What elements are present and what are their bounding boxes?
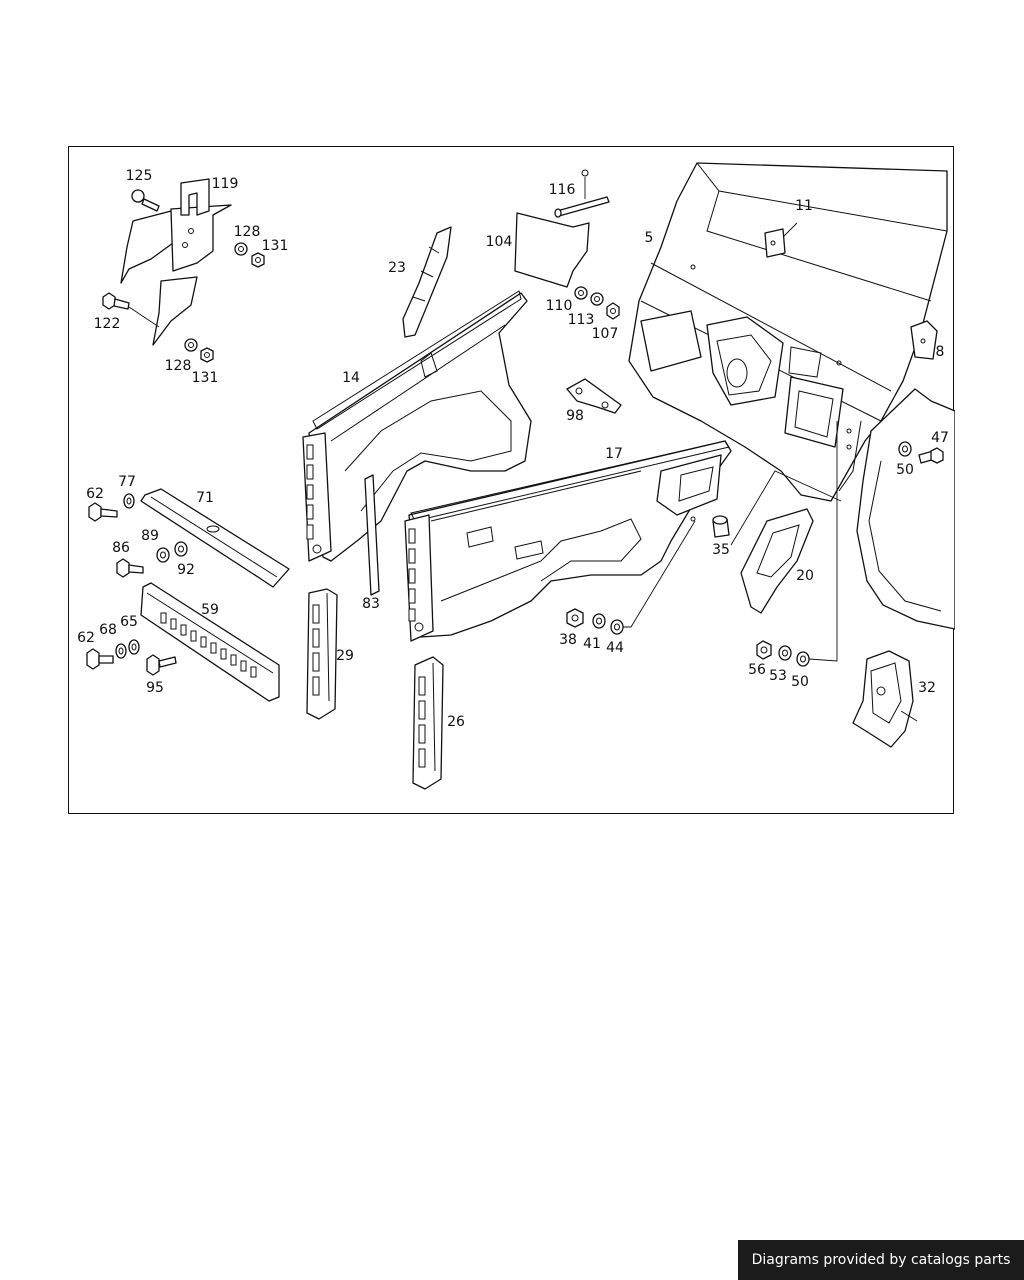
callout-131: 131 <box>191 370 219 386</box>
credit-badge: Diagrams provided by catalogs parts <box>738 1240 1024 1280</box>
callout-65: 65 <box>120 614 138 630</box>
part-68-washer <box>115 643 127 659</box>
callout-71: 71 <box>196 490 214 506</box>
part-38-nut <box>566 608 584 628</box>
leader-line-35 <box>730 470 842 546</box>
part-32-bracket <box>852 650 918 748</box>
part-131-nut-upper <box>251 252 265 268</box>
part-92-washer <box>174 541 188 557</box>
callout-50: 50 <box>791 674 809 690</box>
callout-32: 32 <box>918 680 936 696</box>
callout-119: 119 <box>211 176 239 192</box>
part-71-crossmember <box>140 488 290 588</box>
part-35-mount <box>712 515 730 538</box>
callout-53: 53 <box>769 668 787 684</box>
exploded-parts-drawing <box>86 162 955 790</box>
part-128-washer-lower <box>184 338 198 352</box>
callout-128: 128 <box>164 358 192 374</box>
part-125-bolt <box>131 189 160 212</box>
callout-122: 122 <box>93 316 121 332</box>
leader-line-44 <box>623 520 696 628</box>
part-62-bolt-lower <box>86 648 114 670</box>
part-104-plate <box>514 212 590 288</box>
callout-38: 38 <box>559 632 577 648</box>
part-53-ring <box>778 645 792 661</box>
callout-89: 89 <box>141 528 159 544</box>
parts-diagram-frame: 125 119 128 131 122 128 131 116 104 11 5… <box>68 146 955 814</box>
callout-11: 11 <box>795 198 813 214</box>
callout-83: 83 <box>362 596 380 612</box>
callout-20: 20 <box>796 568 814 584</box>
callout-41: 41 <box>583 636 601 652</box>
part-107-nut <box>606 302 620 320</box>
callout-95: 95 <box>146 680 164 696</box>
callout-62: 62 <box>86 486 104 502</box>
part-113-ring <box>590 292 604 306</box>
part-77-washer <box>123 493 135 509</box>
part-5-firewall <box>628 162 948 502</box>
callout-50: 50 <box>896 462 914 478</box>
part-23-bracket <box>402 226 452 338</box>
callout-113: 113 <box>567 312 595 328</box>
callout-26: 26 <box>447 714 465 730</box>
callout-56: 56 <box>748 662 766 678</box>
callout-35: 35 <box>712 542 730 558</box>
callout-5: 5 <box>644 230 654 246</box>
part-59-rail <box>140 582 280 702</box>
callout-62: 62 <box>77 630 95 646</box>
callout-131: 131 <box>261 238 289 254</box>
part-14-inner-panel <box>302 290 532 562</box>
callout-107: 107 <box>591 326 619 342</box>
part-62-bolt-upper <box>88 502 118 522</box>
part-17-inner-panel <box>404 440 732 642</box>
part-56-nut <box>756 640 772 660</box>
part-50-washer-lower <box>796 651 810 667</box>
part-131-nut-lower <box>200 347 214 363</box>
part-128-washer-upper <box>234 242 248 256</box>
part-116-rod <box>554 169 610 218</box>
callout-86: 86 <box>112 540 130 556</box>
callout-59: 59 <box>201 602 219 618</box>
part-65-washer <box>128 639 140 655</box>
callout-92: 92 <box>177 562 195 578</box>
callout-125: 125 <box>125 168 153 184</box>
part-8-clip <box>910 320 938 360</box>
part-119-bracket <box>120 178 232 346</box>
callout-104: 104 <box>485 234 513 250</box>
callout-110: 110 <box>545 298 573 314</box>
callout-8: 8 <box>935 344 945 360</box>
part-83-strip <box>364 474 380 596</box>
part-95-bolt <box>146 654 177 676</box>
part-86-bolt <box>116 558 144 578</box>
callout-77: 77 <box>118 474 136 490</box>
part-110-washer <box>574 286 588 300</box>
part-right-side-panel <box>856 388 955 630</box>
credit-text: Diagrams provided by catalogs parts <box>751 1252 1011 1268</box>
callout-128: 128 <box>233 224 261 240</box>
callout-68: 68 <box>99 622 117 638</box>
part-29-pillar <box>306 588 338 720</box>
leader-line-50 <box>808 421 838 662</box>
part-50-washer-upper <box>898 441 912 457</box>
callout-17: 17 <box>605 446 623 462</box>
part-20-bracket <box>740 508 814 614</box>
part-122-bolt <box>102 292 160 328</box>
callout-14: 14 <box>342 370 360 386</box>
part-11-clip <box>764 222 798 258</box>
part-26-pillar <box>412 656 444 790</box>
callout-47: 47 <box>931 430 949 446</box>
callout-29: 29 <box>336 648 354 664</box>
callout-44: 44 <box>606 640 624 656</box>
part-98-bracket <box>566 378 622 414</box>
callout-116: 116 <box>548 182 576 198</box>
part-47-bolt <box>918 447 944 464</box>
part-89-washer <box>156 547 170 563</box>
callout-23: 23 <box>388 260 406 276</box>
callout-98: 98 <box>566 408 584 424</box>
part-41-ring <box>592 613 606 629</box>
part-44-washer <box>610 619 624 635</box>
